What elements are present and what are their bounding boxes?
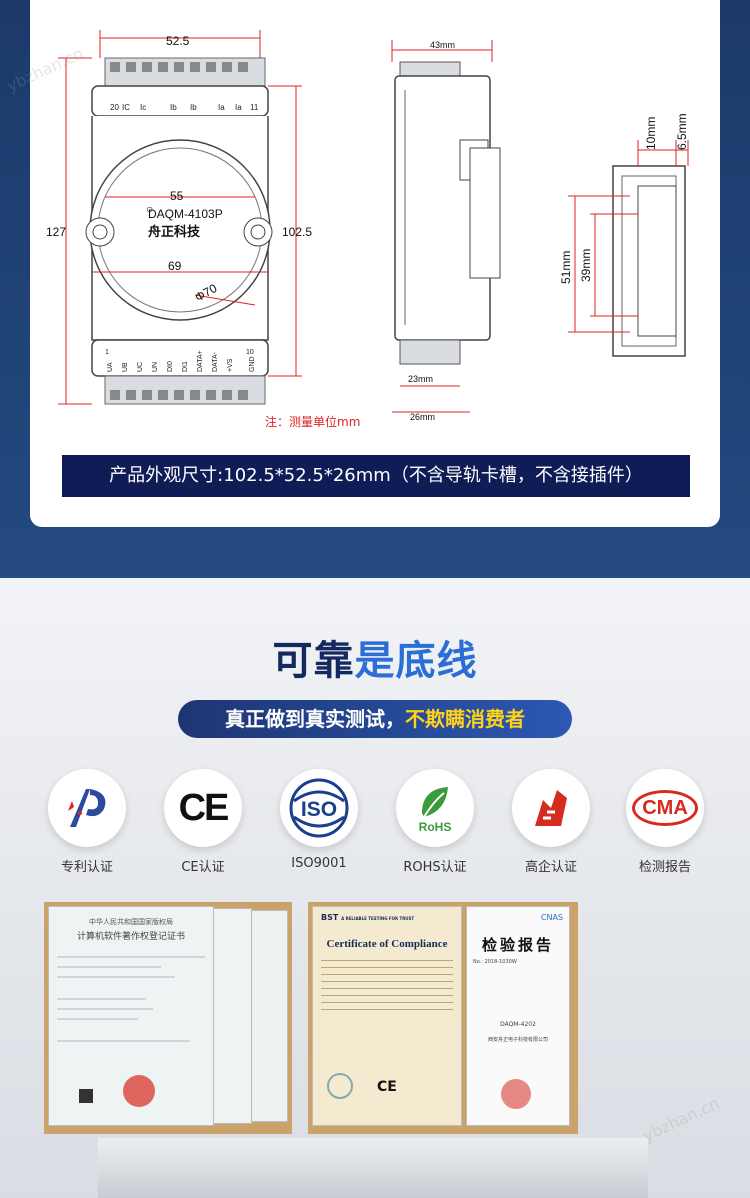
cert-stand — [98, 1138, 648, 1198]
terminal-label: UB — [122, 362, 129, 372]
dim-height-outer: 127 — [46, 225, 66, 239]
terminal-label: DI1 — [182, 361, 189, 372]
size-banner: 产品外观尺寸:102.5*52.5*26mm（不含导轨卡槽，不含接插件） — [62, 455, 690, 497]
dimension-section: ○ DAQM-4103P 舟正科技 20 11 IC Ic Ib Ib Ia I… — [0, 0, 750, 578]
compliance-cert: BST A RELIABLE TESTING FOR TRUST Certifi… — [312, 906, 462, 1126]
iso-mark: ISO — [301, 798, 337, 821]
honesty-pill: 真正做到真实测试，不欺瞒消费者 — [178, 700, 572, 738]
unit-note: 注：测量单位mm — [265, 414, 360, 429]
dim-height-inner: 102.5 — [282, 225, 312, 239]
report-title: 检验报告 — [481, 936, 554, 954]
heading-part2: 是底线 — [354, 638, 478, 684]
seal-icon — [501, 1079, 531, 1109]
badge-label: 检测报告 — [638, 860, 691, 875]
terminal-label: 20 — [110, 103, 119, 112]
rail-39: 39mm — [579, 249, 593, 282]
terminal-label: 1 — [105, 349, 109, 356]
terminal-label: UN — [152, 362, 159, 372]
cert-back-page — [212, 908, 252, 1124]
rail-6-5: 6.5mm — [675, 113, 689, 150]
terminal-label: Ib — [170, 103, 177, 112]
soft-cert-title1: 中华人民共和国国家版权局 — [89, 918, 173, 926]
terminal-label: +VS — [227, 358, 234, 372]
terminal-label: UA — [107, 362, 114, 372]
seal-icon — [123, 1075, 155, 1107]
report-product: DAQM-4202 — [500, 1021, 536, 1028]
dimension-card: ○ DAQM-4103P 舟正科技 20 11 IC Ic Ib Ib Ia I… — [30, 0, 720, 527]
dim-hole-spacing: 55 — [170, 189, 184, 203]
patent-icon — [68, 789, 106, 827]
cma-badge: CMA — [626, 769, 704, 847]
rail-view: 10mm 6.5mm 51mm 39mm — [559, 113, 689, 357]
cma-mark: CMA — [642, 796, 688, 819]
bst-tagline: A RELIABLE TESTING FOR TRUST — [341, 916, 415, 921]
compliance-cert-frame: BST A RELIABLE TESTING FOR TRUST Certifi… — [308, 902, 578, 1134]
terminal-label: IC — [122, 103, 130, 112]
reliability-section: 可靠是底线 真正做到真实测试，不欺瞒消费者 CE ISO RoHS — [0, 578, 750, 1198]
qr-code-icon — [79, 1089, 93, 1103]
badge-label: 高企认证 — [524, 860, 577, 875]
compliance-title: Certificate of Compliance — [326, 938, 448, 950]
hightech-icon — [535, 790, 567, 826]
iso-badge: ISO — [280, 769, 358, 847]
rohs-badge: RoHS — [396, 769, 474, 847]
badge-label: ROHS认证 — [403, 860, 467, 875]
svg-text:○: ○ — [146, 202, 153, 216]
model-label: DAQM-4103P — [148, 207, 223, 221]
report-no: No.: 2018-1030W — [473, 959, 517, 965]
terminal-label: Ia — [218, 103, 225, 112]
cma-icon: CMA — [632, 790, 698, 826]
dimension-drawing: ○ DAQM-4103P 舟正科技 20 11 IC Ic Ib Ib Ia I… — [46, 30, 689, 429]
side-base: 23mm — [408, 374, 433, 384]
badge-label: 专利认证 — [60, 860, 113, 875]
terminal-label: UC — [137, 362, 144, 372]
ce-mark: CE — [377, 1079, 397, 1095]
rohs-mark: RoHS — [419, 820, 452, 834]
software-cert-frame: 中华人民共和国国家版权局 计算机软件著作权登记证书 — [44, 902, 292, 1134]
terminal-label: Ic — [140, 103, 146, 112]
terminal-label: Ib — [190, 103, 197, 112]
bst-logo: BST — [321, 913, 339, 922]
badge-label: CE认证 — [181, 860, 225, 875]
software-cert: 中华人民共和国国家版权局 计算机软件著作权登记证书 — [48, 906, 214, 1126]
brand-label: 舟正科技 — [148, 224, 201, 240]
test-report: CNAS 检验报告 No.: 2018-1030W DAQM-4202 西安舟正… — [466, 906, 570, 1126]
seal-icon — [327, 1073, 353, 1099]
side-view: 43mm 23mm 26mm — [391, 40, 501, 422]
ce-icon: CE — [178, 786, 230, 829]
soft-cert-title2: 计算机软件著作权登记证书 — [76, 932, 185, 942]
hightech-badge — [512, 769, 590, 847]
badge-label: ISO9001 — [291, 856, 347, 871]
terminal-label: 11 — [250, 103, 259, 112]
pill-part1: 真正做到真实测试， — [225, 707, 405, 731]
rohs-icon: RoHS — [419, 787, 452, 834]
ce-badge: CE — [164, 769, 242, 847]
patent-badge — [48, 769, 126, 847]
pill-part2: 不欺瞒消费者 — [405, 707, 525, 731]
rail-10: 10mm — [644, 117, 658, 150]
dim-circle-width: 69 — [168, 259, 182, 273]
terminal-label: DATA- — [212, 351, 219, 372]
terminal-label: DATA+ — [197, 350, 204, 372]
reliability-heading: 可靠是底线 — [0, 628, 750, 686]
terminal-label: Ia — [235, 103, 242, 112]
heading-part1: 可靠 — [272, 638, 355, 684]
side-total: 26mm — [410, 412, 435, 422]
terminal-label: 10 — [246, 349, 254, 356]
cert-back-page — [250, 910, 288, 1122]
terminal-label: DI0 — [167, 361, 174, 372]
dim-width: 52.5 — [166, 34, 190, 48]
terminal-label: GND — [249, 356, 256, 372]
rail-51: 51mm — [559, 251, 573, 284]
side-depth: 43mm — [430, 40, 455, 50]
report-company: 西安舟正电子科技有限公司 — [487, 1037, 548, 1043]
iso-icon: ISO — [289, 778, 349, 838]
front-view: ○ DAQM-4103P 舟正科技 20 11 IC Ic Ib Ib Ia I… — [46, 30, 360, 429]
